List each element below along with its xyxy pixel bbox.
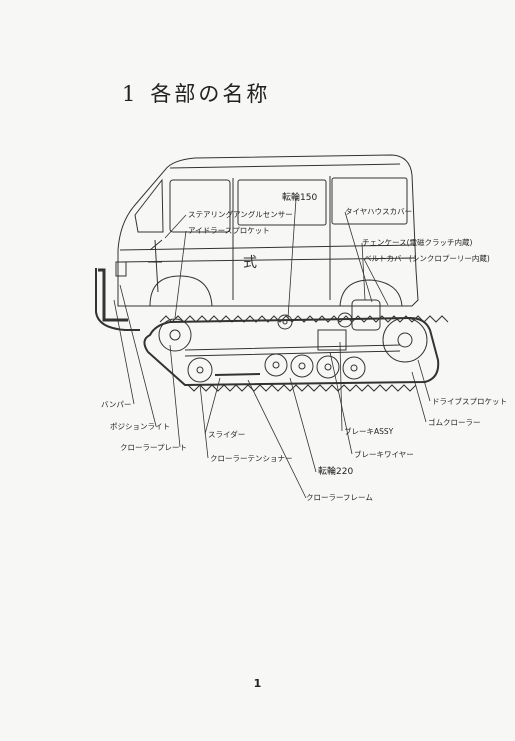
label-bumper: バンパー [101,400,132,409]
front-door-window [169,179,231,233]
track-teeth-top [159,315,449,323]
label-position-light: ポジションライト [110,422,170,431]
section-title: 各部の名称 [150,82,271,106]
label-belt-cover: ベルトカバー(シンクロプーリー内蔵) [364,254,490,263]
windshield [134,178,164,233]
front-bumper-bar [95,268,140,331]
rear-wheel-arch [339,279,403,307]
label-crawler-tensioner: クローラーテンショナー [210,454,293,463]
idler-sprocket [158,318,192,352]
crawler-frame-rail [184,344,401,357]
section-heading: 1 各部の名称 [122,78,270,108]
road-wheel-2 [264,353,288,377]
section-number: 1 [122,82,139,106]
label-wheel-220: 転輪220 [318,467,354,477]
label-tire-house-cover: タイヤハウスカバー [345,207,413,216]
label-slider: スライダー [208,430,246,439]
body-stripe-lower [119,257,416,263]
drive-sprocket [382,317,428,363]
steering-column [148,239,163,293]
label-crawler-frame: クローラーフレーム [306,493,373,502]
chain-case [351,299,381,331]
label-wheel-150: 転輪150 [282,193,318,203]
label-rubber-crawler: ゴムクローラー [428,418,481,427]
road-wheel-4 [316,355,340,379]
label-steering-angle-sensor: ステアリングアングルセンサー [188,210,293,219]
road-wheel-1 [187,357,213,383]
vehicle-side-marking: 式 [243,255,257,271]
label-brake-assy: ブレーキASSY [344,427,394,436]
slider [214,373,261,376]
body-stripe [119,244,416,251]
brake-assy [317,329,347,351]
page-number: 1 [253,677,262,690]
rear-window [331,177,408,225]
middle-window [237,179,327,226]
label-drive-sprocket: ドライブスプロケット [432,397,507,406]
headlight [115,261,127,277]
upper-wheel-150 [277,314,293,330]
label-chain-case: チェンケース(電磁クラッチ内蔵) [362,238,473,247]
road-wheel-3 [290,354,314,378]
label-idler-sprocket: アイドラースプロケット [188,226,270,235]
van-roofline [169,163,401,169]
track-teeth-bottom [187,384,417,392]
van-body-outline [117,154,419,307]
front-bumper [98,268,128,322]
label-crawler-plate: クローラープレート [120,443,188,452]
front-wheel-arch [149,275,213,307]
label-brake-wire: ブレーキワイヤー [354,450,414,459]
road-wheel-5 [342,356,366,380]
